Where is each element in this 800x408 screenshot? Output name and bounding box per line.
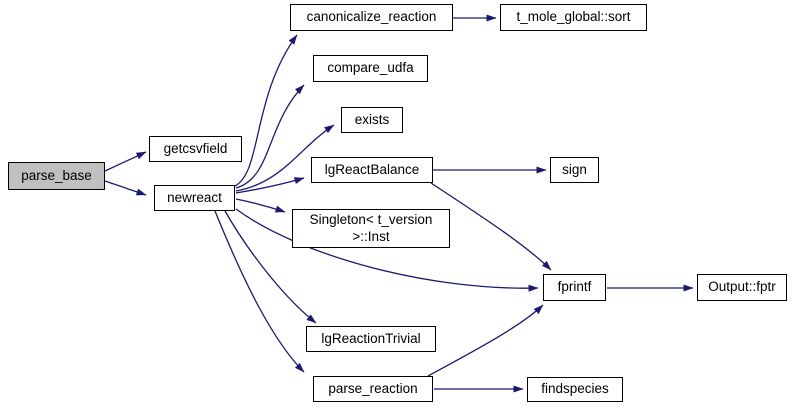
edge-parse_base-to-getcsvfield (104, 151, 147, 172)
node-fprintf[interactable]: fprintf (543, 274, 606, 301)
node-exists[interactable]: exists (341, 107, 403, 133)
node-label: t_mole_global::sort (516, 9, 631, 25)
node-singleton_inst[interactable]: Singleton< t_version>::Inst (292, 209, 450, 248)
node-findspecies[interactable]: findspecies (527, 377, 623, 402)
edge-newreact-to-canonicalize_reaction (234, 34, 298, 187)
node-t_mole_global_sort[interactable]: t_mole_global::sort (500, 4, 647, 31)
edge-lgReactBalance-to-fprintf (430, 182, 552, 271)
edge-newreact-to-fprintf (235, 208, 539, 292)
node-label: fprintf (557, 279, 592, 295)
edge-newreact-to-compare_udfa (235, 84, 305, 189)
node-parse_reaction[interactable]: parse_reaction (313, 376, 433, 402)
node-label: >::Inst (352, 228, 390, 244)
node-canonicalize_reaction[interactable]: canonicalize_reaction (290, 4, 453, 31)
edge-newreact-to-parse_reaction (214, 210, 305, 373)
node-label: getcsvfield (163, 140, 228, 156)
node-label: newreact (167, 189, 222, 205)
node-sign[interactable]: sign (550, 157, 599, 183)
edge-parse_reaction-to-fprintf (427, 304, 544, 377)
edge-newreact-to-lgReactBalance (235, 177, 305, 194)
node-label: lgReactionTrivial (321, 330, 421, 346)
node-compare_udfa[interactable]: compare_udfa (313, 55, 428, 82)
node-label: findspecies (541, 381, 609, 397)
node-label: sign (562, 161, 587, 177)
node-label: parse_base (21, 167, 92, 183)
edge-newreact-to-singleton_inst (235, 198, 286, 213)
node-label: canonicalize_reaction (306, 9, 437, 25)
node-parse_base: parse_base (8, 162, 105, 190)
edge-newreact-to-lgReactionTrivial (224, 210, 317, 324)
node-lgReactionTrivial[interactable]: lgReactionTrivial (306, 326, 436, 352)
node-label: lgReactBalance (324, 161, 420, 177)
node-label: Output::fptr (708, 279, 776, 295)
edge-newreact-to-exists (235, 124, 335, 192)
node-lgReactBalance[interactable]: lgReactBalance (311, 157, 433, 183)
node-label: exists (354, 111, 390, 127)
node-output_fptr[interactable]: Output::fptr (697, 274, 787, 301)
node-label: Singleton< t_version (309, 211, 433, 227)
node-label: compare_udfa (327, 60, 414, 76)
node-newreact[interactable]: newreact (154, 185, 235, 211)
node-label: parse_reaction (328, 380, 418, 396)
node-getcsvfield[interactable]: getcsvfield (149, 136, 242, 162)
edge-parse_base-to-newreact (104, 180, 147, 196)
